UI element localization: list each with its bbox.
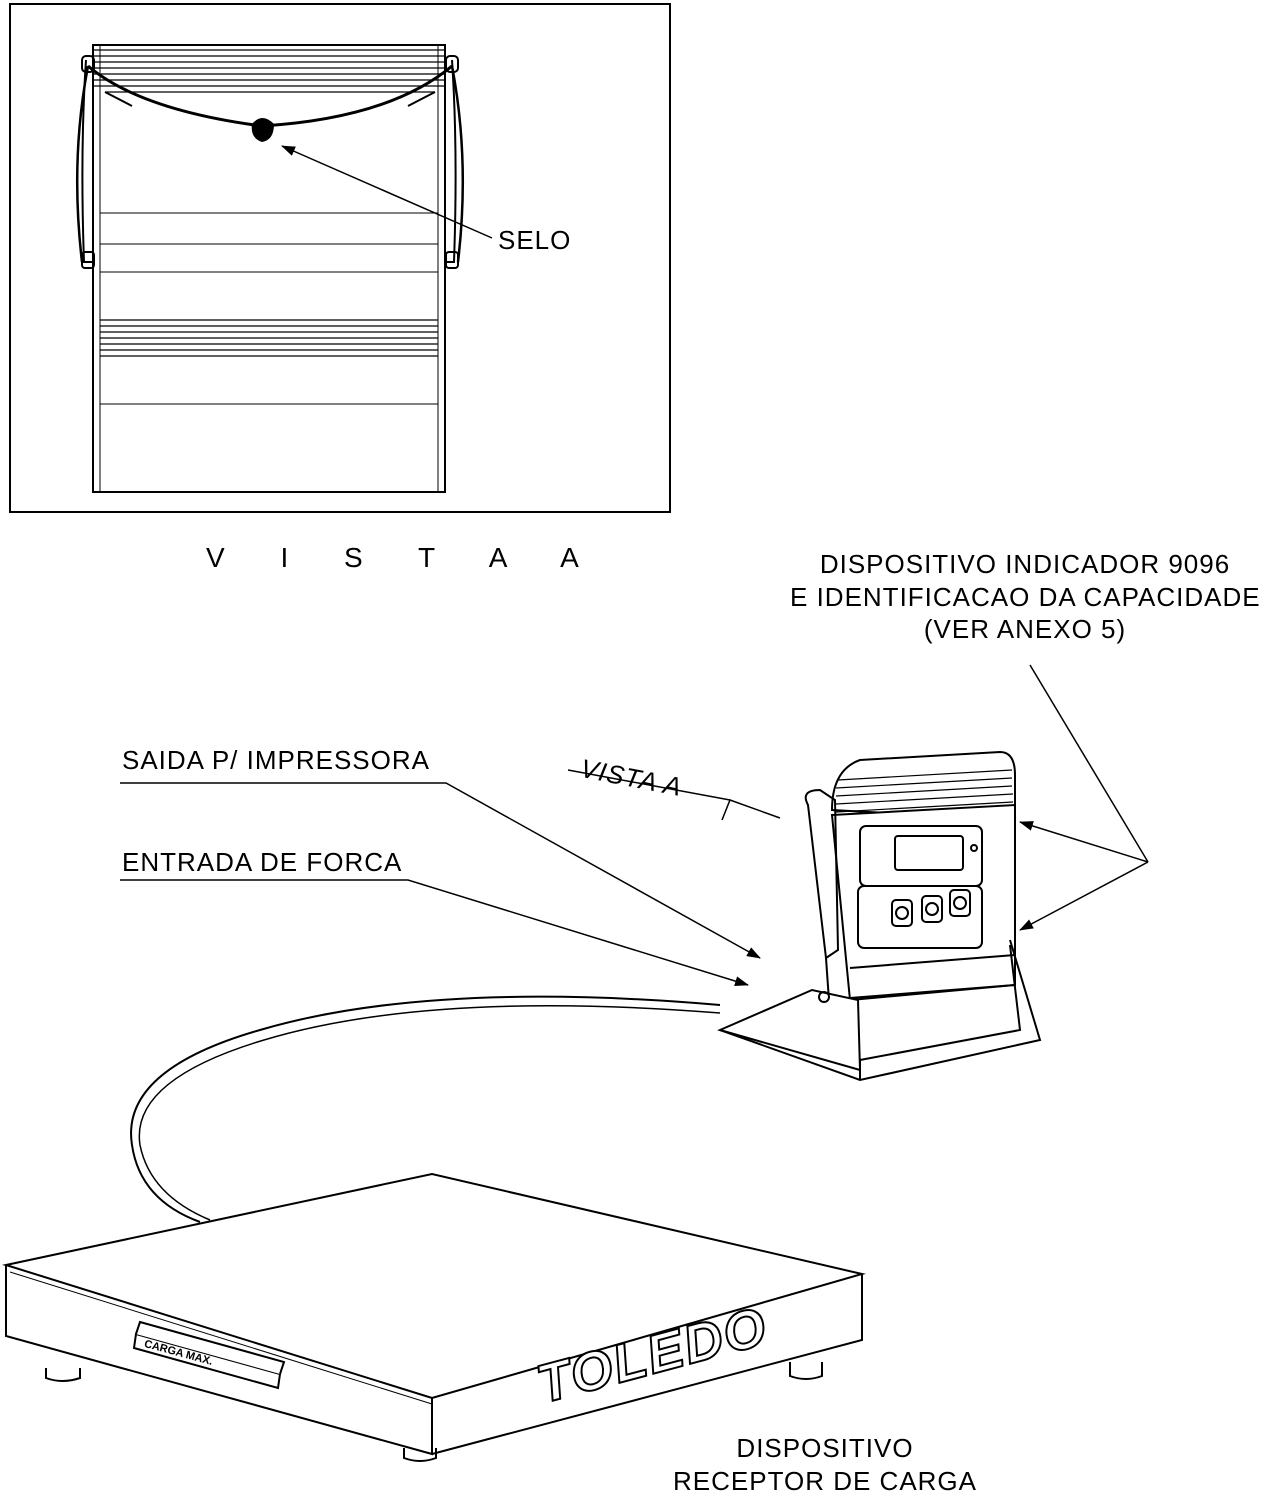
platform-label: DISPOSITIVO RECEPTOR DE CARGA — [660, 1432, 990, 1497]
platform-label-line1: DISPOSITIVO — [660, 1432, 990, 1465]
indicator-leaders — [1020, 665, 1148, 930]
printer-output-label: SAIDA P/ IMPRESSORA — [122, 744, 430, 777]
power-input-label: ENTRADA DE FORCA — [122, 846, 402, 879]
device-front-body — [93, 45, 445, 492]
platform-label-line2: RECEPTOR DE CARGA — [660, 1465, 990, 1497]
seal-wire — [88, 66, 452, 126]
indicator-label-line3: (VER ANEXO 5) — [790, 613, 1260, 646]
view-a-caption: V I S T A A — [206, 542, 603, 574]
seal-label: SELO — [498, 224, 571, 257]
indicator-label-line2: E IDENTIFICACAO DA CAPACIDADE — [790, 581, 1260, 614]
seal-leader — [282, 146, 492, 238]
power-input-leader — [120, 880, 748, 985]
indicator-label: DISPOSITIVO INDICADOR 9096 E IDENTIFICAC… — [790, 548, 1260, 646]
ribbed-handle — [93, 50, 445, 92]
seal-icon — [252, 118, 274, 142]
view-a-panel — [10, 4, 670, 512]
indicator-device — [720, 752, 1040, 1080]
indicator-label-line1: DISPOSITIVO INDICADOR 9096 — [790, 548, 1260, 581]
